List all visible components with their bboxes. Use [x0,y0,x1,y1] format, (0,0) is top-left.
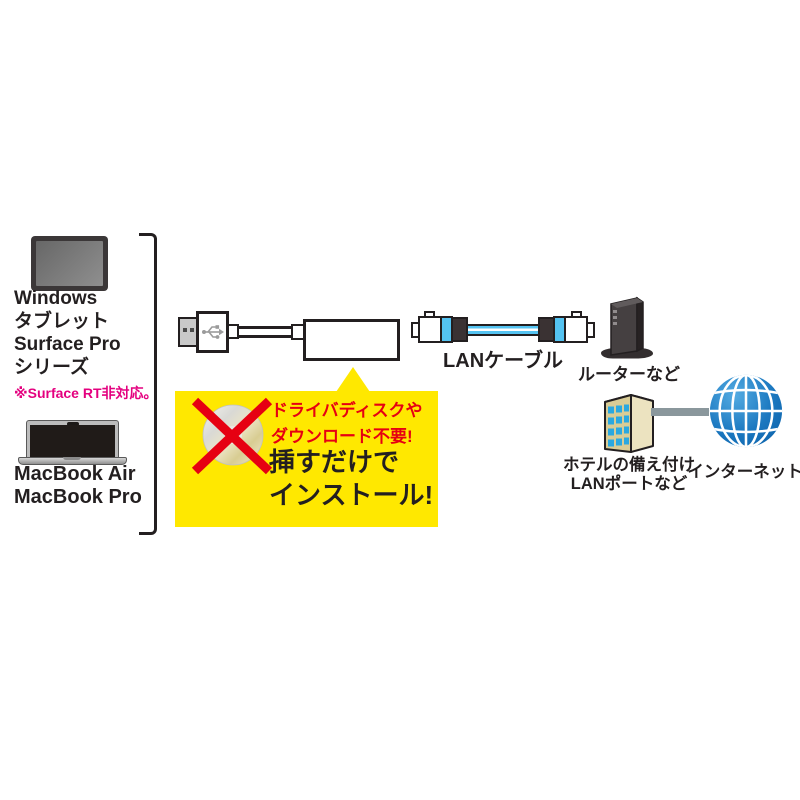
label-line: Surface Pro [14,334,121,355]
network-connection-line [651,408,709,416]
label-line: LANポートなど [570,475,688,493]
laptop-lid [26,420,119,459]
label-line: タブレット [14,311,110,332]
label-line: 挿すだけで [269,447,400,477]
device-group-bracket [139,233,157,535]
usb-cable [237,326,294,338]
label-line: MacBook Air [14,463,136,485]
lan-cable-label: LANケーブル [443,350,563,372]
callout-install-text: 挿すだけで インストール! [269,446,433,512]
lan-cable-cord [466,324,540,336]
tablet-label: Windows タブレット Surface Pro シリーズ [14,287,121,379]
label-line: Windows [14,288,98,309]
label-line: ドライバディスクや [271,401,423,420]
internet-globe-icon [709,374,783,448]
laptop-screen [30,425,115,457]
router-label: ルーターなど [578,365,680,384]
usb-trident-icon [201,325,224,339]
tablet-icon [31,236,108,291]
laptop-icon [18,420,127,465]
laptop-label: MacBook Air MacBook Pro [14,463,142,509]
label-line: ホテルの備え付け [563,456,695,474]
router-icon [601,296,653,359]
internet-label: インターネット [687,463,800,481]
hotel-lan-label: ホテルの備え付け LANポートなど [556,456,702,494]
label-line: ダウンロード不要! [271,427,413,446]
tablet-screen [36,241,103,286]
usb-plug-shell [196,311,229,353]
label-line: MacBook Pro [14,486,142,508]
rj45-plug-right [564,316,588,343]
surface-rt-note: ※Surface RT非対応。 [14,385,158,401]
callout-pointer [336,367,370,392]
strain-relief-right [538,317,555,342]
laptop-camera [66,422,79,426]
laptop-notch [62,457,81,460]
rj45-plug-left [418,316,442,343]
label-line: シリーズ [14,357,90,378]
label-line: インストール! [269,480,434,510]
cd-crossed-out-icon [191,397,273,475]
callout-no-disc-text: ドライバディスクや ダウンロード不要! [271,398,422,450]
adapter-body [303,319,400,361]
strain-relief-left [451,317,468,342]
hotel-building-icon [604,394,654,453]
usb-plug-metal [178,317,198,347]
